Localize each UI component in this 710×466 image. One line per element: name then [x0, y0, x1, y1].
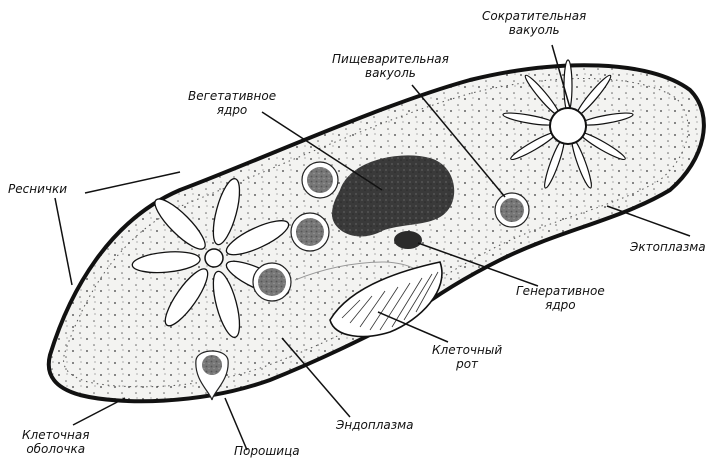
label-digestive-vacuole: Пищеварительная вакуоль: [332, 52, 449, 80]
label-anal-pore-text: Порошица: [234, 444, 300, 458]
label-ectoplasm: Эктоплазма: [630, 240, 706, 254]
label-digestive-vacuole-line2: вакуоль: [332, 66, 449, 80]
label-cell-membrane-line2: оболочка: [22, 442, 89, 456]
label-digestive-vacuole-line1: Пищеварительная: [332, 52, 449, 66]
label-generative-nucleus-line1: Генеративное: [516, 284, 605, 298]
label-cilia-text: Реснички: [8, 182, 67, 196]
generative-nucleus: [394, 231, 422, 249]
label-endoplasm-text: Эндоплазма: [336, 418, 414, 432]
label-cilia: Реснички: [8, 182, 67, 196]
label-cell-membrane: Клеточная оболочка: [22, 428, 89, 456]
label-generative-nucleus-line2: ядро: [516, 298, 605, 312]
label-ectoplasm-text: Эктоплазма: [630, 240, 706, 254]
label-contractile-vacuole: Сократительная вакуоль: [482, 9, 586, 37]
label-vegetative-nucleus-line1: Вегетативное: [188, 89, 276, 103]
label-cell-mouth-line2: рот: [432, 357, 502, 371]
label-cell-membrane-line1: Клеточная: [22, 428, 89, 442]
label-anal-pore: Порошица: [234, 444, 300, 458]
label-contractile-vacuole-line2: вакуоль: [482, 23, 586, 37]
label-endoplasm: Эндоплазма: [336, 418, 414, 432]
label-generative-nucleus: Генеративное ядро: [516, 284, 605, 312]
label-vegetative-nucleus: Вегетативное ядро: [188, 89, 276, 117]
label-cell-mouth: Клеточный рот: [432, 343, 502, 371]
label-vegetative-nucleus-line2: ядро: [188, 103, 276, 117]
label-cell-mouth-line1: Клеточный: [432, 343, 502, 357]
label-contractile-vacuole-line1: Сократительная: [482, 9, 586, 23]
